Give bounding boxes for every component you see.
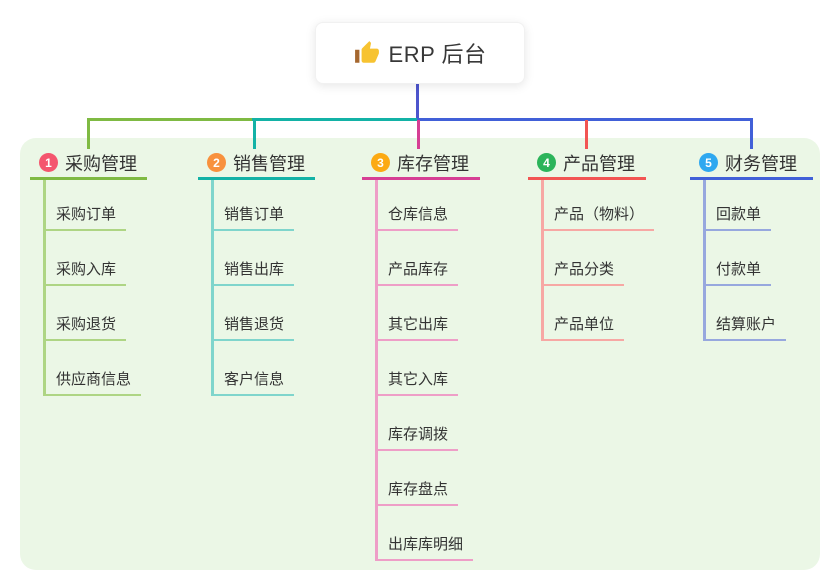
branch-4-item-1[interactable]: 产品（物料） <box>541 205 655 231</box>
branch-1-item-2[interactable]: 采购入库 <box>43 260 127 286</box>
branch-1-child-line <box>43 180 46 396</box>
branches-panel <box>20 138 820 570</box>
branch-1-header[interactable]: 1 采购管理 <box>30 148 147 180</box>
branch-3-child-line <box>375 180 378 561</box>
branch-number-badge: 3 <box>371 153 390 172</box>
branch-number-badge: 1 <box>39 153 58 172</box>
branch-3-item-4[interactable]: 其它入库 <box>375 370 459 396</box>
branch-label: 产品管理 <box>563 153 635 174</box>
branch-label: 财务管理 <box>725 153 797 174</box>
branch-3-item-1[interactable]: 仓库信息 <box>375 205 459 231</box>
branch-4-header[interactable]: 4 产品管理 <box>528 148 646 180</box>
branch-2-item-1[interactable]: 销售订单 <box>211 205 295 231</box>
branch-3-item-6[interactable]: 库存盘点 <box>375 480 459 506</box>
branch-2-item-4[interactable]: 客户信息 <box>211 370 295 396</box>
branch-drop-3 <box>417 120 420 149</box>
branch-drop-2 <box>253 120 256 149</box>
root-title: ERP 后台 <box>388 42 487 67</box>
branch-1-item-1[interactable]: 采购订单 <box>43 205 127 231</box>
branch-drop-1 <box>87 120 90 149</box>
branch-4-item-2[interactable]: 产品分类 <box>541 260 625 286</box>
branch-number-badge: 2 <box>207 153 226 172</box>
branch-label: 销售管理 <box>233 153 305 174</box>
branch-2-header[interactable]: 2 销售管理 <box>198 148 315 180</box>
branch-4-child-line <box>541 180 544 341</box>
branch-number-badge: 4 <box>537 153 556 172</box>
branch-drop-4 <box>585 120 588 149</box>
branch-3-item-2[interactable]: 产品库存 <box>375 260 459 286</box>
branch-2-item-3[interactable]: 销售退货 <box>211 315 295 341</box>
connector-rail-left <box>87 118 254 121</box>
branch-5-item-2[interactable]: 付款单 <box>703 260 772 286</box>
branch-3-header[interactable]: 3 库存管理 <box>362 148 480 180</box>
root-node[interactable]: ERP 后台 <box>315 22 525 84</box>
branch-3-item-3[interactable]: 其它出库 <box>375 315 459 341</box>
branch-drop-5 <box>750 120 753 149</box>
branch-2-item-2[interactable]: 销售出库 <box>211 260 295 286</box>
branch-number-badge: 5 <box>699 153 718 172</box>
thumbs-up-icon <box>354 41 379 63</box>
branch-5-child-line <box>703 180 706 341</box>
branch-1-item-4[interactable]: 供应商信息 <box>43 370 142 396</box>
branch-3-item-5[interactable]: 库存调拨 <box>375 425 459 451</box>
connector-rail-mid <box>252 118 417 121</box>
connector-rail-right <box>417 118 753 121</box>
branch-1-item-3[interactable]: 采购退货 <box>43 315 127 341</box>
branch-5-item-1[interactable]: 回款单 <box>703 205 772 231</box>
trunk-line <box>416 83 419 119</box>
branch-5-header[interactable]: 5 财务管理 <box>690 148 813 180</box>
branch-label: 采购管理 <box>65 153 137 174</box>
branch-label: 库存管理 <box>397 153 469 174</box>
branch-3-item-7[interactable]: 出库库明细 <box>375 535 474 561</box>
branch-4-item-3[interactable]: 产品单位 <box>541 315 625 341</box>
branch-5-item-3[interactable]: 结算账户 <box>703 315 787 341</box>
branch-2-child-line <box>211 180 214 396</box>
